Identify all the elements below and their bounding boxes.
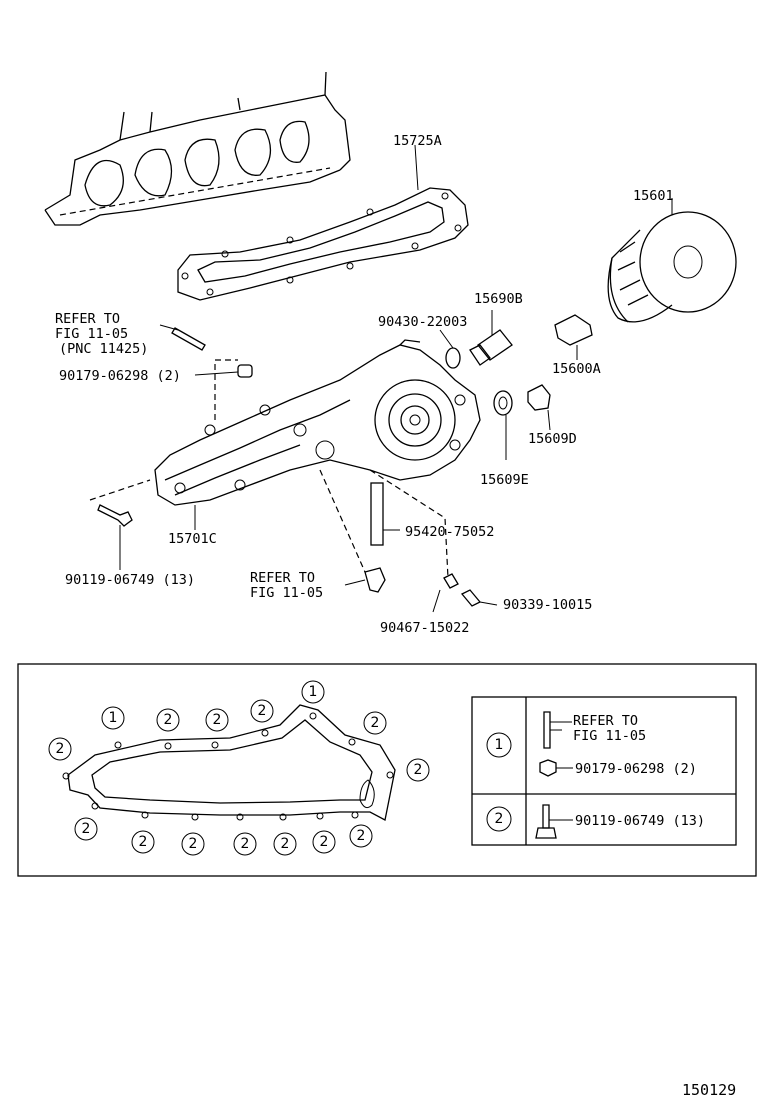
label-refer-top-2: FIG 11-05: [55, 326, 128, 342]
marker-2b: 2: [205, 708, 229, 732]
label-refer-top-1: REFER TO: [55, 311, 120, 327]
marker-2d: 2: [363, 711, 387, 735]
small-parts: [97, 314, 593, 607]
legend-refer-line2: FIG 11-05: [573, 728, 646, 744]
svg-text:2: 2: [281, 836, 290, 852]
svg-text:2: 2: [414, 762, 423, 778]
marker-2i: 2: [181, 832, 205, 856]
marker-1a: 1: [101, 706, 125, 730]
oil-filter-illustration: [607, 198, 737, 323]
svg-text:2: 2: [139, 834, 148, 850]
legend-row-1: 1 REFER TO FIG 11-05 90179-06298 (2): [486, 711, 697, 777]
marker-2k: 2: [273, 832, 297, 856]
oil-cooler-gasket: [177, 144, 469, 301]
legend-refer-line1: REFER TO: [573, 713, 638, 729]
svg-text:2: 2: [258, 703, 267, 719]
label-switch-b: 15690B: [474, 291, 523, 307]
svg-text:2: 2: [213, 712, 222, 728]
svg-text:1: 1: [109, 710, 118, 726]
legend-bolt-part: 90119-06749 (13): [575, 813, 705, 829]
label-sensor-a: 15600A: [552, 361, 601, 377]
figure-number: 150129: [682, 1081, 736, 1099]
legend-row-2: 2 90119-06749 (13): [486, 804, 705, 839]
gasket-markers: 1 2 2 2 1 2 2 2 2 2 2 2 2 2 2: [48, 680, 430, 856]
label-plug-right: 90339-10015: [503, 597, 592, 613]
leader-lines: [89, 310, 578, 613]
gasket-bolt-layout-box: [17, 663, 757, 877]
engine-block-illustration: [44, 71, 351, 226]
svg-text:2: 2: [357, 828, 366, 844]
svg-text:2: 2: [56, 741, 65, 757]
marker-2g: 2: [74, 817, 98, 841]
svg-text:2: 2: [320, 834, 329, 850]
marker-2f: 2: [48, 737, 72, 761]
label-filter: 15601: [633, 188, 674, 204]
marker-2c: 2: [250, 699, 274, 723]
marker-2a: 2: [156, 708, 180, 732]
svg-text:2: 2: [495, 811, 504, 827]
label-gasket: 15725A: [393, 133, 442, 149]
marker-2e: 2: [406, 758, 430, 782]
bolt-legend-table: 1 REFER TO FIG 11-05 90179-06298 (2) 2 9…: [471, 696, 737, 846]
svg-text:2: 2: [164, 712, 173, 728]
svg-text:2: 2: [371, 715, 380, 731]
oil-cooler-housing: [154, 339, 481, 506]
bolt-layout-gasket: [62, 704, 396, 821]
label-refer-mid-1: REFER TO: [250, 570, 315, 586]
label-plug-bottom: 90467-15022: [380, 620, 469, 636]
svg-text:2: 2: [82, 821, 91, 837]
marker-2l: 2: [312, 830, 336, 854]
label-gasket-ring: 90430-22003: [378, 314, 467, 330]
marker-1b: 1: [301, 680, 325, 704]
label-nut-top: 90179-06298 (2): [59, 368, 181, 384]
label-pipe: 95420-75052: [405, 524, 494, 540]
svg-text:2: 2: [189, 836, 198, 852]
svg-text:1: 1: [495, 737, 504, 753]
part-labels: 15725A 15601 15690B 90430-22003 15600A 1…: [55, 133, 674, 636]
svg-text:2: 2: [241, 836, 250, 852]
svg-text:1: 1: [309, 684, 318, 700]
label-bolt-left: 90119-06749 (13): [65, 572, 195, 588]
marker-2j: 2: [233, 832, 257, 856]
label-housing: 15701C: [168, 531, 217, 547]
label-refer-mid-2: FIG 11-05: [250, 585, 323, 601]
label-refer-top-3: (PNC 11425): [59, 341, 148, 357]
marker-2m: 2: [349, 824, 373, 848]
label-ring-e: 15609E: [480, 472, 529, 488]
label-plug-d: 15609D: [528, 431, 577, 447]
marker-2h: 2: [131, 830, 155, 854]
legend-nut-part: 90179-06298 (2): [575, 761, 697, 777]
